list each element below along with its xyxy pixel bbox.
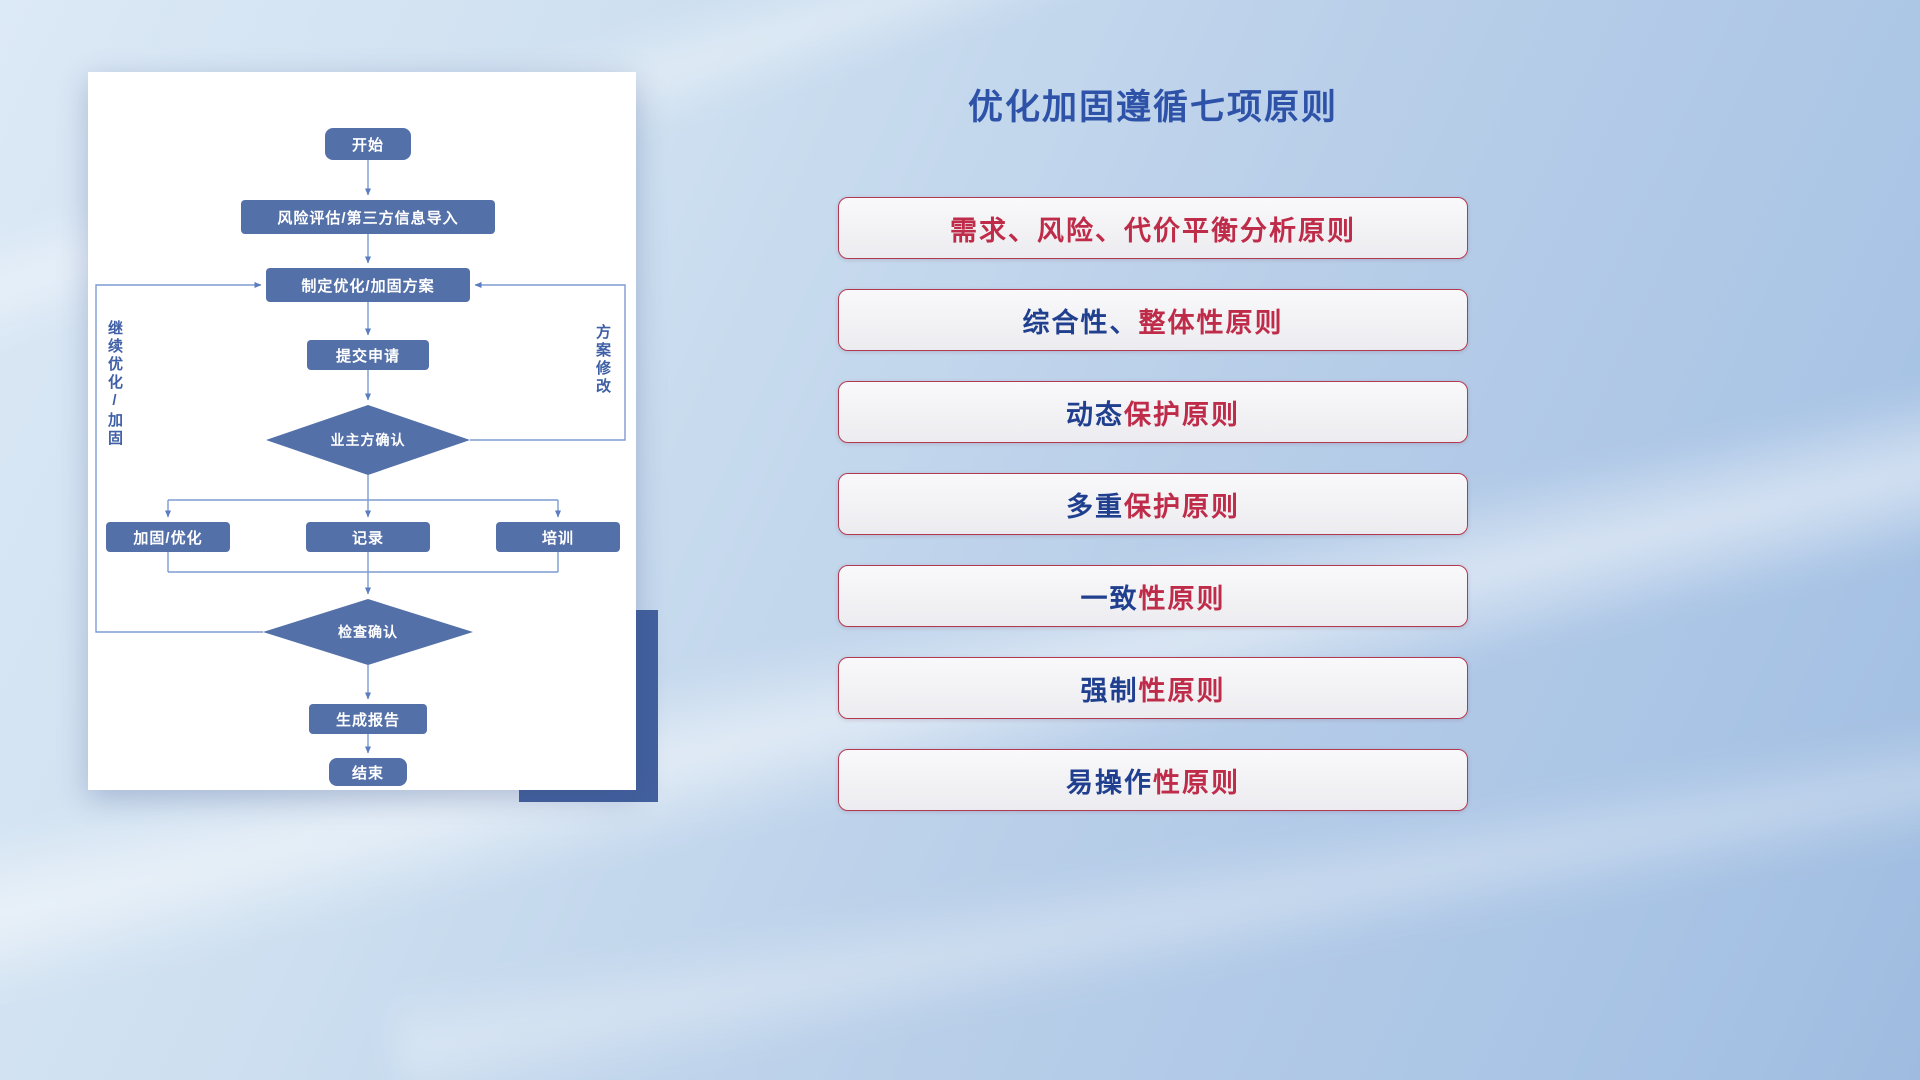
principle-box: 一致性原则 — [838, 565, 1468, 627]
principle-text: 需求、风险、代价平衡分析原则 — [950, 215, 1356, 246]
flow-node-record: 记录 — [306, 522, 430, 552]
flowchart-card: 开始 风险评估/第三方信息导入 制定优化/加固方案 提交申请 业主方确认 加固/… — [88, 72, 636, 790]
flowchart-connectors — [95, 160, 626, 754]
flow-node-submit: 提交申请 — [307, 340, 429, 370]
flow-node-end: 结束 — [329, 758, 407, 786]
principle-text: 性原则 — [1153, 767, 1240, 798]
principle-text: 动态 — [1066, 399, 1124, 430]
principle-text: 性原则 — [1138, 583, 1226, 614]
page-title: 优化加固遵循七项原则 — [967, 88, 1338, 127]
principle-text: 一致 — [1080, 583, 1139, 614]
flow-node-report: 生成报告 — [309, 704, 427, 734]
flow-node-start: 开始 — [325, 128, 411, 160]
principle-box: 强制性原则 — [838, 657, 1468, 719]
principle-box: 易操作性原则 — [838, 749, 1468, 811]
principle-box: 动态保护原则 — [838, 381, 1468, 443]
flow-node-reinforce: 加固/优化 — [106, 522, 230, 552]
principle-box: 综合性、整体性原则 — [838, 289, 1468, 351]
principle-box: 多重保护原则 — [838, 473, 1468, 535]
principle-text: 性原则 — [1138, 675, 1226, 706]
principle-text: 强制 — [1080, 675, 1139, 706]
loop-label-plan-modify: 方案修改 — [594, 324, 611, 396]
flow-node-risk-import: 风险评估/第三方信息导入 — [241, 200, 495, 234]
principle-text: 保护原则 — [1124, 491, 1240, 522]
principle-box: 需求、风险、代价平衡分析原则 — [838, 197, 1468, 259]
principle-text: 综合性、 — [1022, 307, 1139, 338]
principle-text: 整体性原则 — [1138, 307, 1284, 338]
flow-node-training: 培训 — [496, 522, 620, 552]
flow-node-make-plan: 制定优化/加固方案 — [266, 268, 470, 302]
principle-text: 多重 — [1066, 491, 1124, 522]
principles-panel: 优化加固遵循七项原则 需求、风险、代价平衡分析原则综合性、整体性原则动态保护原则… — [838, 86, 1468, 811]
principles-list: 需求、风险、代价平衡分析原则综合性、整体性原则动态保护原则多重保护原则一致性原则… — [838, 197, 1468, 811]
loop-label-continue-optimize: 继续优化/加固 — [106, 320, 123, 448]
principle-text: 保护原则 — [1124, 399, 1240, 430]
principle-text: 易操作 — [1066, 767, 1153, 798]
